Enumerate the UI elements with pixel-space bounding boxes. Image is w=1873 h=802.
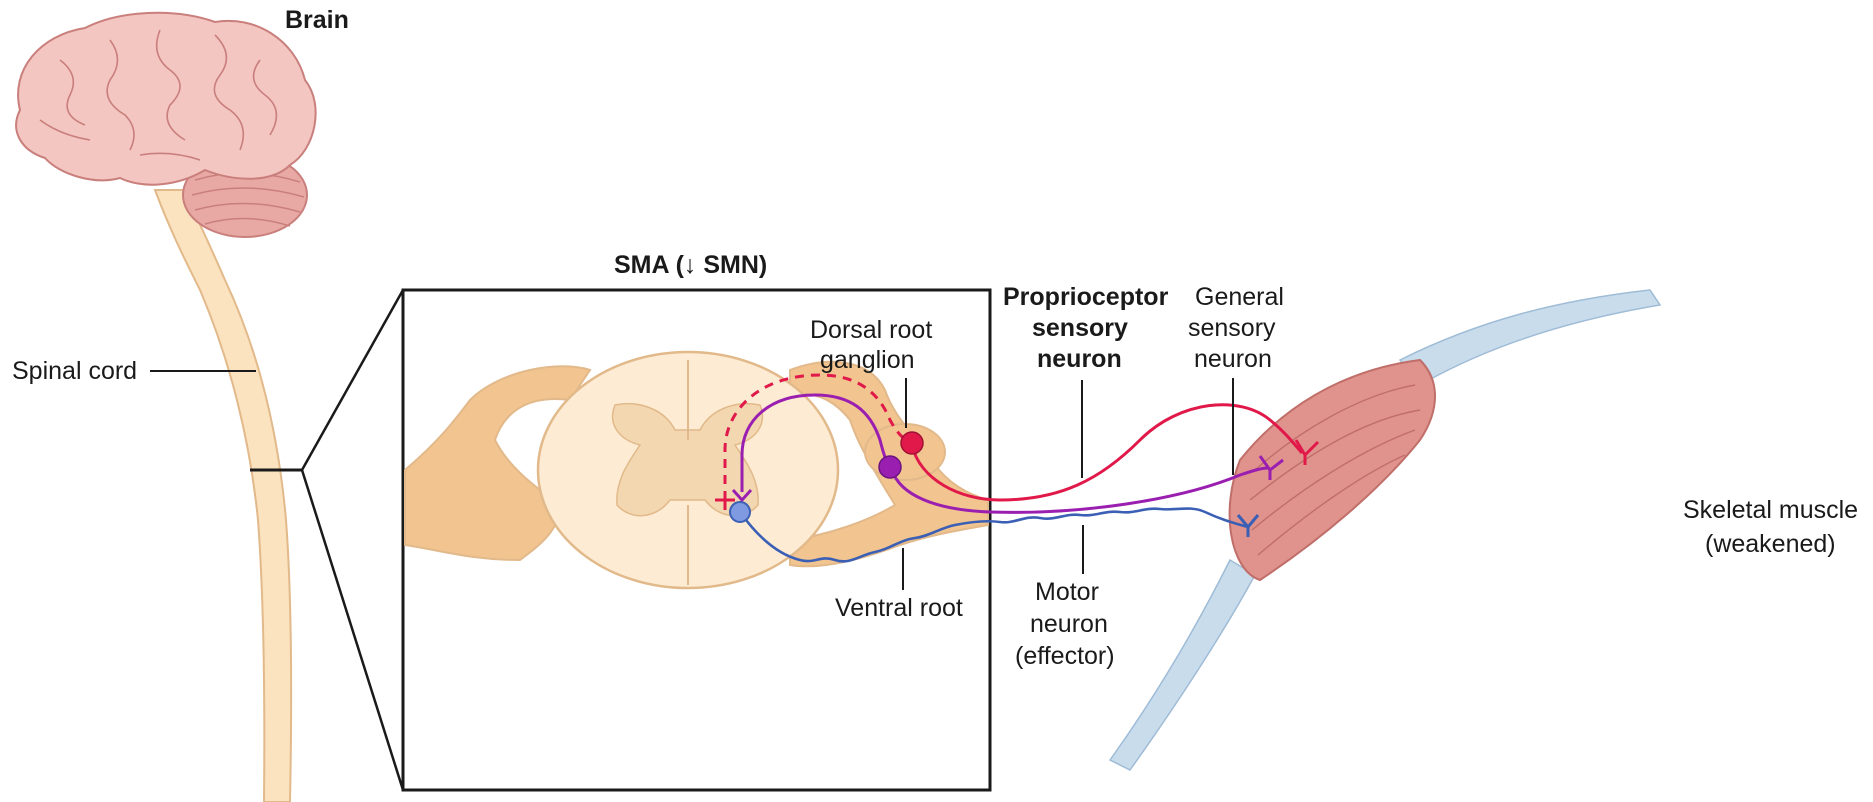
general-sensory-label-line1: General bbox=[1195, 283, 1284, 311]
brain-label: Brain bbox=[285, 6, 349, 34]
proprioceptor-label-line1: Proprioceptor bbox=[1003, 283, 1169, 311]
ventral-root-label-text: Ventral root bbox=[835, 594, 963, 622]
proprioceptor-label-line3: neuron bbox=[1037, 345, 1122, 373]
motor-neuron-cell-body bbox=[730, 502, 750, 522]
drg-label-line1: Dorsal root bbox=[810, 316, 932, 344]
brain-illustration bbox=[16, 13, 315, 802]
skeletal-muscle-label-line2: (weakened) bbox=[1705, 530, 1836, 558]
zoom-line-bottom bbox=[302, 470, 403, 790]
motor-neuron-label: Motor neuron (effector) bbox=[1015, 525, 1115, 670]
proprioceptor-label: Proprioceptor sensory neuron bbox=[1003, 283, 1169, 478]
spinal-cord-shape bbox=[155, 190, 291, 802]
cerebrum bbox=[16, 13, 315, 185]
skeletal-muscle-label-line1: Skeletal muscle bbox=[1683, 496, 1858, 524]
general-sensory-label-line3: neuron bbox=[1194, 345, 1272, 373]
general-sensory-label-line2: sensory bbox=[1188, 314, 1276, 342]
proprioceptor-label-line2: sensory bbox=[1032, 314, 1128, 342]
motor-neuron-label-line1: Motor bbox=[1035, 578, 1099, 606]
skeletal-muscle-label: Skeletal muscle (weakened) bbox=[1683, 496, 1858, 558]
spinal-cord-label: Spinal cord bbox=[12, 357, 137, 385]
motor-neuron-label-line3: (effector) bbox=[1015, 642, 1115, 670]
proprioceptor-cell-body bbox=[901, 432, 923, 454]
upper-tendon bbox=[1400, 290, 1660, 385]
skeletal-muscle bbox=[1110, 290, 1660, 770]
lower-tendon bbox=[1110, 560, 1255, 770]
motor-neuron-label-line2: neuron bbox=[1030, 610, 1108, 638]
general-sensory-cell-body bbox=[879, 456, 901, 478]
drg-label-line2: ganglion bbox=[820, 346, 915, 374]
sma-title: SMA (↓ SMN) bbox=[614, 251, 767, 279]
zoom-line-top bbox=[302, 290, 403, 470]
